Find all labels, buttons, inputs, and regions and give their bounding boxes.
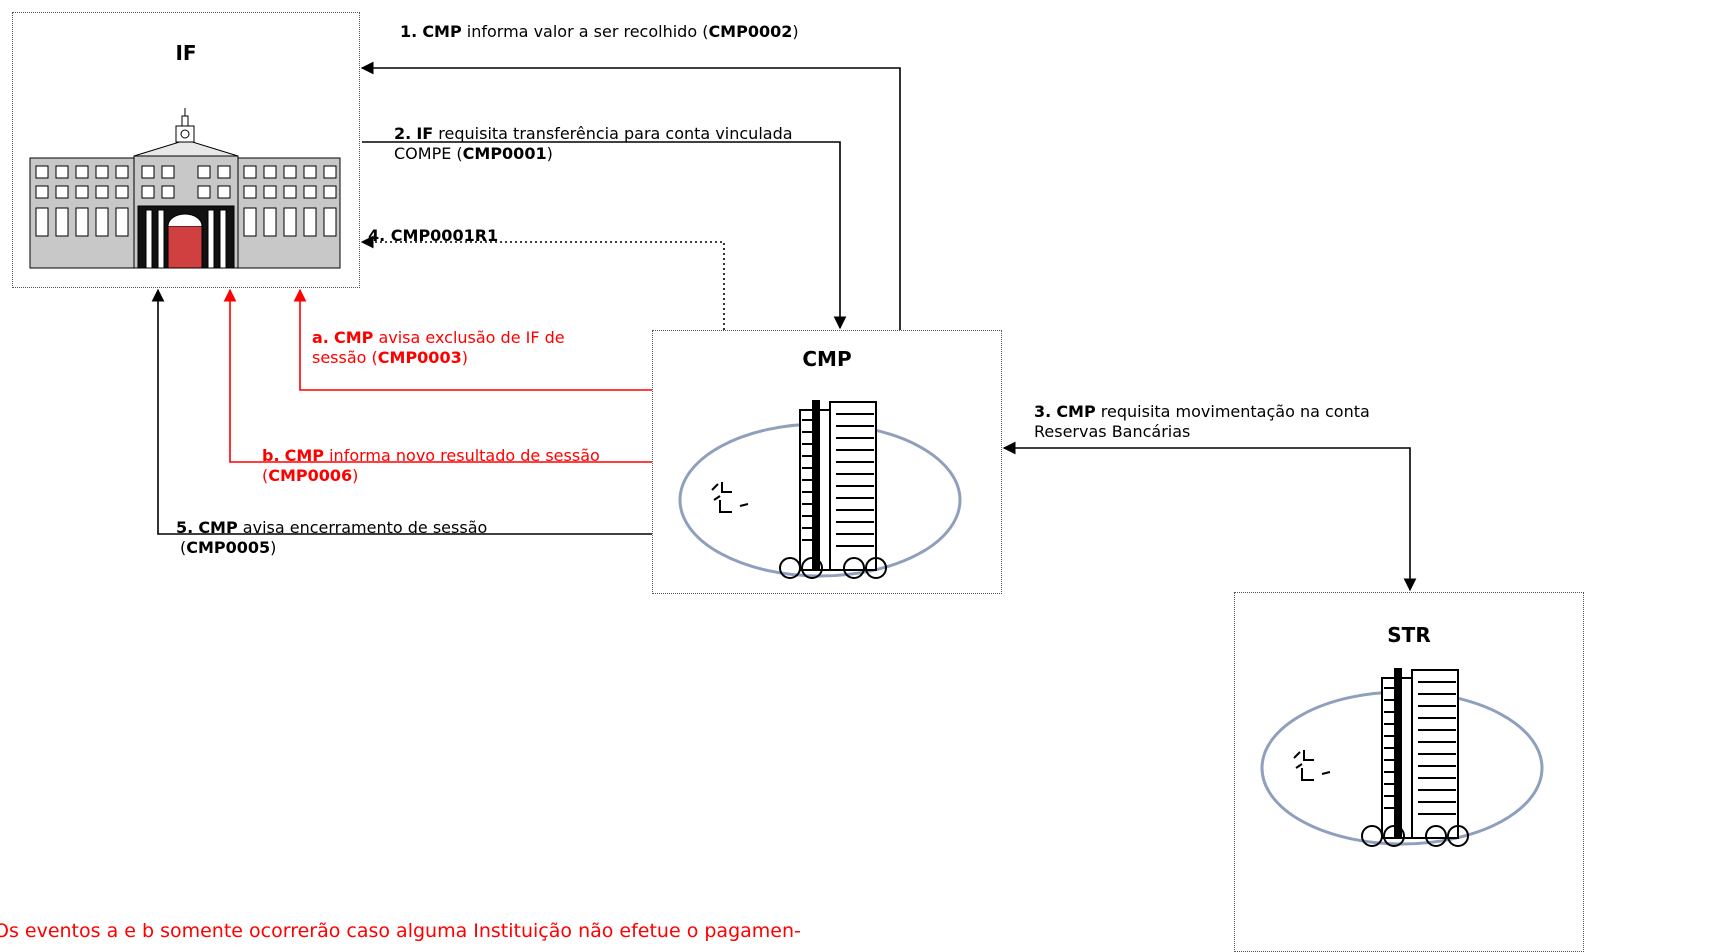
footnote: Os eventos a e b somente ocorrerão caso … <box>0 920 801 942</box>
arrow-4 <box>362 242 724 330</box>
label-message-4: 4. CMP0001R1 <box>368 226 498 246</box>
label-message-2: 2. IF requisita transferência para conta… <box>394 124 793 164</box>
str-central-bank-logo-icon <box>1262 668 1542 846</box>
arrow-3 <box>1004 448 1410 590</box>
label-message-5: 5. CMP avisa encerramento de sessão (CMP… <box>176 518 487 558</box>
label-message-1: 1. CMP informa valor a ser recolhido (CM… <box>400 22 799 42</box>
arrow-b <box>230 290 652 462</box>
arrow-1 <box>362 68 900 330</box>
central-bank-logo-icon <box>680 400 960 578</box>
label-message-3: 3. CMP requisita movimentação na conta R… <box>1034 402 1370 442</box>
bank-building-icon <box>30 108 340 268</box>
label-message-b: b. CMP informa novo resultado de sessão … <box>262 446 600 486</box>
label-message-a: a. CMP avisa exclusão de IF de sessão (C… <box>312 328 628 368</box>
arrow-5 <box>158 290 652 534</box>
